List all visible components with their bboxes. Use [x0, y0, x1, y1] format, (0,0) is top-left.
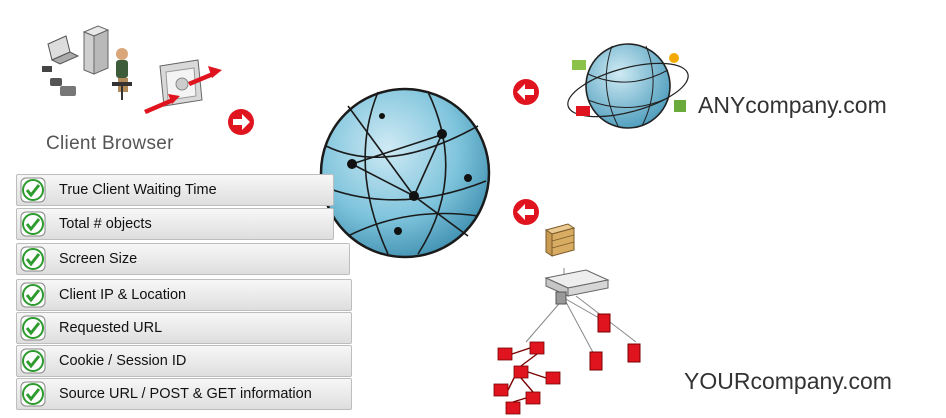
checklist-item-label: Source URL / POST & GET information	[59, 386, 312, 402]
check-icon	[20, 246, 46, 272]
check-icon	[20, 348, 46, 374]
checklist-item: Total # objects	[16, 208, 334, 240]
checklist-item-label: Client IP & Location	[59, 287, 187, 303]
checklist-item-label: Cookie / Session ID	[59, 353, 187, 369]
checklist-item: Source URL / POST & GET information	[16, 378, 352, 410]
checklist-item: Screen Size	[16, 243, 350, 275]
check-icon	[20, 177, 46, 203]
checklist-item-label: Screen Size	[59, 251, 138, 267]
arrow-left-icon	[513, 79, 539, 105]
arrow-right-icon	[228, 109, 254, 135]
client-browser-label: Client Browser	[46, 133, 174, 154]
checklist-item-label: Requested URL	[59, 320, 163, 336]
checklist-item-label: Total # objects	[59, 216, 152, 232]
partner-globe-icon	[567, 43, 689, 129]
checklist-item: Requested URL	[16, 312, 352, 344]
checklist-item: True Client Waiting Time	[16, 174, 334, 206]
yourcompany-label: YOURcompany.com	[684, 368, 892, 394]
arrow-left-icon	[513, 199, 539, 225]
checklist-item: Cookie / Session ID	[16, 345, 352, 377]
internet-globe-icon	[319, 87, 491, 259]
check-icon	[20, 381, 46, 407]
checklist-item: Client IP & Location	[16, 279, 352, 311]
browser-monitor-icon	[144, 59, 222, 114]
client-workstation-icon	[42, 25, 132, 100]
check-icon	[20, 282, 46, 308]
check-icon	[20, 315, 46, 341]
anycompany-label: ANYcompany.com	[698, 92, 887, 118]
firewall-icon	[544, 223, 576, 257]
check-icon	[20, 211, 46, 237]
checklist-item-label: True Client Waiting Time	[59, 182, 217, 198]
server-icon	[493, 268, 641, 415]
